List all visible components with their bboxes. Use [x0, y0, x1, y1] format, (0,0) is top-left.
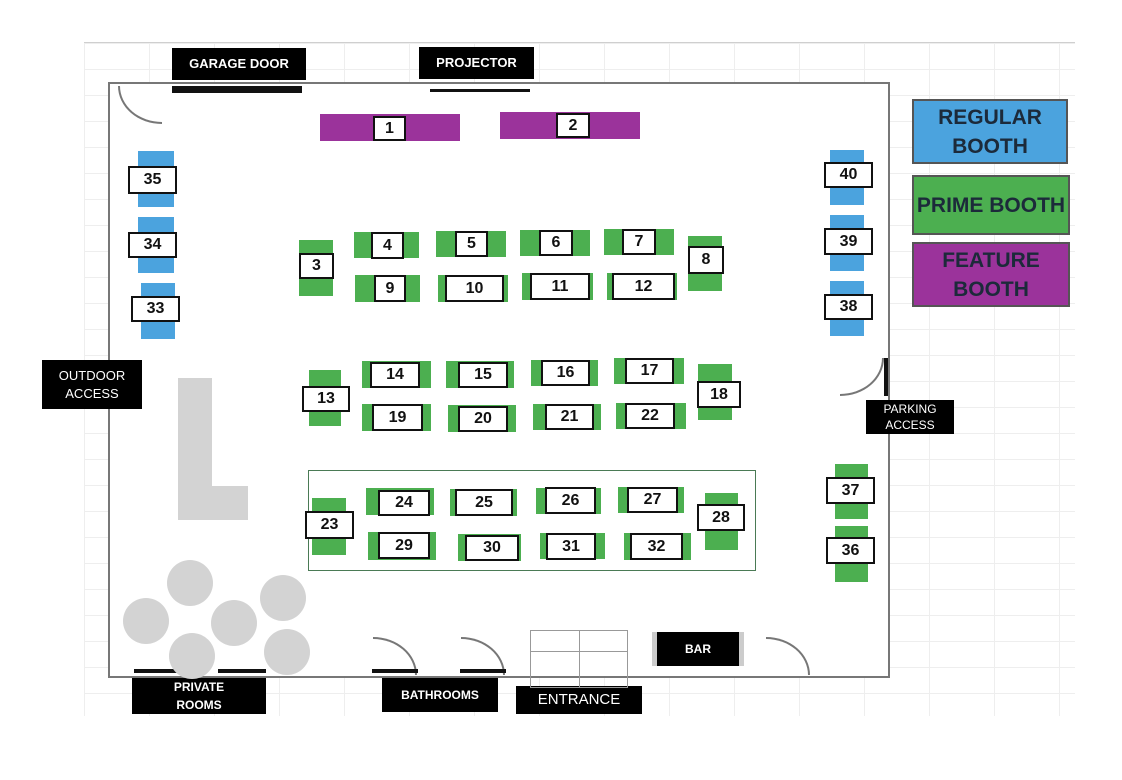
booth-number-label[interactable]: 5: [455, 231, 488, 257]
round-table: [169, 633, 215, 679]
booth-number-label[interactable]: 22: [625, 403, 675, 429]
booth-number-label[interactable]: 10: [445, 275, 504, 302]
booth-number-label[interactable]: 17: [625, 358, 674, 384]
booth-number-label[interactable]: 8: [688, 246, 724, 274]
booth-number-label[interactable]: 18: [697, 381, 741, 408]
booth-number-label[interactable]: 25: [455, 489, 513, 516]
private-room-door: [134, 669, 182, 673]
round-table: [211, 600, 257, 646]
booth-number-label[interactable]: 14: [370, 362, 420, 388]
booth-number-label[interactable]: 6: [539, 230, 573, 256]
booth-number-label[interactable]: 29: [378, 532, 430, 559]
round-table: [260, 575, 306, 621]
booth-number-label[interactable]: 32: [630, 533, 683, 560]
parking-access-label: PARKING ACCESS: [866, 400, 954, 434]
projector-marker: [430, 89, 530, 92]
booth-number-label[interactable]: 40: [824, 162, 873, 188]
private-room-door: [218, 669, 266, 673]
l-shaped-counter: [178, 486, 248, 520]
booth-number-label[interactable]: 20: [458, 406, 508, 432]
parking-door-marker: [884, 358, 888, 396]
booth-number-label[interactable]: 38: [824, 294, 873, 320]
booth-number-label[interactable]: 23: [305, 511, 354, 539]
outdoor-access-label: OUTDOOR ACCESS: [42, 360, 142, 409]
bathroom-door: [460, 669, 506, 673]
booth-number-label[interactable]: 35: [128, 166, 177, 194]
booth-number-label[interactable]: 30: [465, 535, 519, 561]
booth-number-label[interactable]: 7: [622, 229, 656, 255]
entrance-doors-icon: [530, 630, 628, 688]
bathrooms-label: BATHROOMS: [382, 678, 498, 712]
booth-number-label[interactable]: 31: [546, 533, 596, 560]
booth-number-label[interactable]: 39: [824, 228, 873, 255]
bathroom-door: [372, 669, 418, 673]
booth-number-label[interactable]: 27: [627, 487, 678, 513]
round-table: [123, 598, 169, 644]
booth-number-label[interactable]: 1: [373, 116, 406, 141]
round-table: [264, 629, 310, 675]
booth-number-label[interactable]: 37: [826, 477, 875, 504]
booth-number-label[interactable]: 19: [372, 404, 423, 431]
booth-number-label[interactable]: 36: [826, 537, 875, 564]
legend-prime-booth: PRIME BOOTH: [912, 175, 1070, 235]
booth-number-label[interactable]: 15: [458, 362, 508, 388]
booth-number-label[interactable]: 26: [545, 487, 596, 514]
booth-number-label[interactable]: 13: [302, 386, 350, 412]
booth-number-label[interactable]: 3: [299, 253, 334, 279]
legend-regular-booth: REGULAR BOOTH: [912, 99, 1068, 164]
booth-number-label[interactable]: 24: [378, 490, 430, 516]
bar-label: BAR: [652, 632, 744, 666]
booth-number-label[interactable]: 34: [128, 232, 177, 258]
booth-number-label[interactable]: 4: [371, 232, 404, 259]
projector-label: PROJECTOR: [419, 47, 534, 79]
round-table: [167, 560, 213, 606]
garage-door-label: GARAGE DOOR: [172, 48, 306, 80]
booth-number-label[interactable]: 9: [374, 275, 406, 302]
booth-number-label[interactable]: 2: [556, 113, 590, 138]
booth-number-label[interactable]: 28: [697, 504, 745, 531]
booth-number-label[interactable]: 33: [131, 296, 180, 322]
booth-number-label[interactable]: 11: [530, 273, 590, 300]
booth-number-label[interactable]: 12: [612, 273, 675, 300]
legend-feature-booth: FEATURE BOOTH: [912, 242, 1070, 307]
booth-number-label[interactable]: 21: [545, 404, 594, 430]
booth-number-label[interactable]: 16: [541, 360, 590, 386]
private-rooms-label: PRIVATE ROOMS: [132, 678, 266, 714]
garage-door-marker: [172, 86, 302, 93]
entrance-label: ENTRANCE: [516, 686, 642, 714]
